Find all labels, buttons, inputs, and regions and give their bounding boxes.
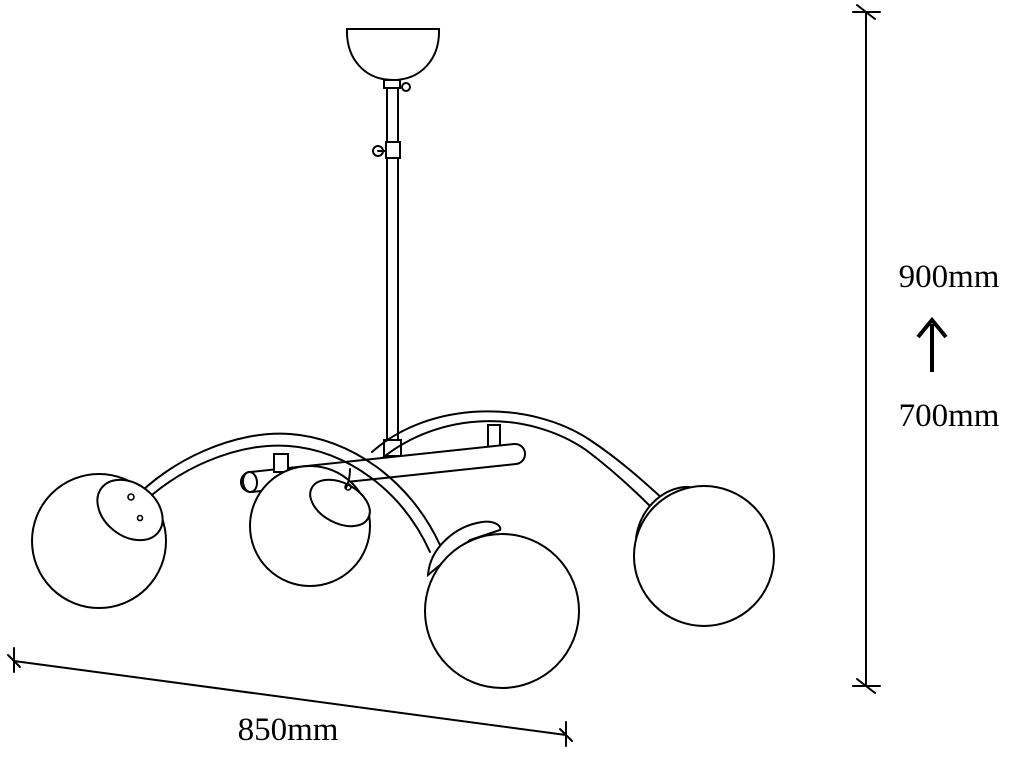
width-label: 850mm bbox=[238, 712, 339, 748]
height-dimension: 900mm 700mm bbox=[852, 4, 1000, 694]
globe-left bbox=[31, 473, 167, 609]
up-arrow-icon bbox=[916, 316, 948, 372]
height-min-label: 700mm bbox=[899, 398, 1000, 434]
suspension-rod bbox=[372, 79, 411, 457]
height-max-label: 900mm bbox=[899, 259, 1000, 295]
globe-center-front bbox=[424, 520, 580, 689]
width-dimension: 850mm bbox=[7, 647, 573, 748]
globe-right bbox=[633, 485, 775, 627]
globe-center-back bbox=[249, 465, 371, 587]
front-arm-left bbox=[132, 432, 441, 553]
ceiling-canopy bbox=[345, 28, 441, 82]
